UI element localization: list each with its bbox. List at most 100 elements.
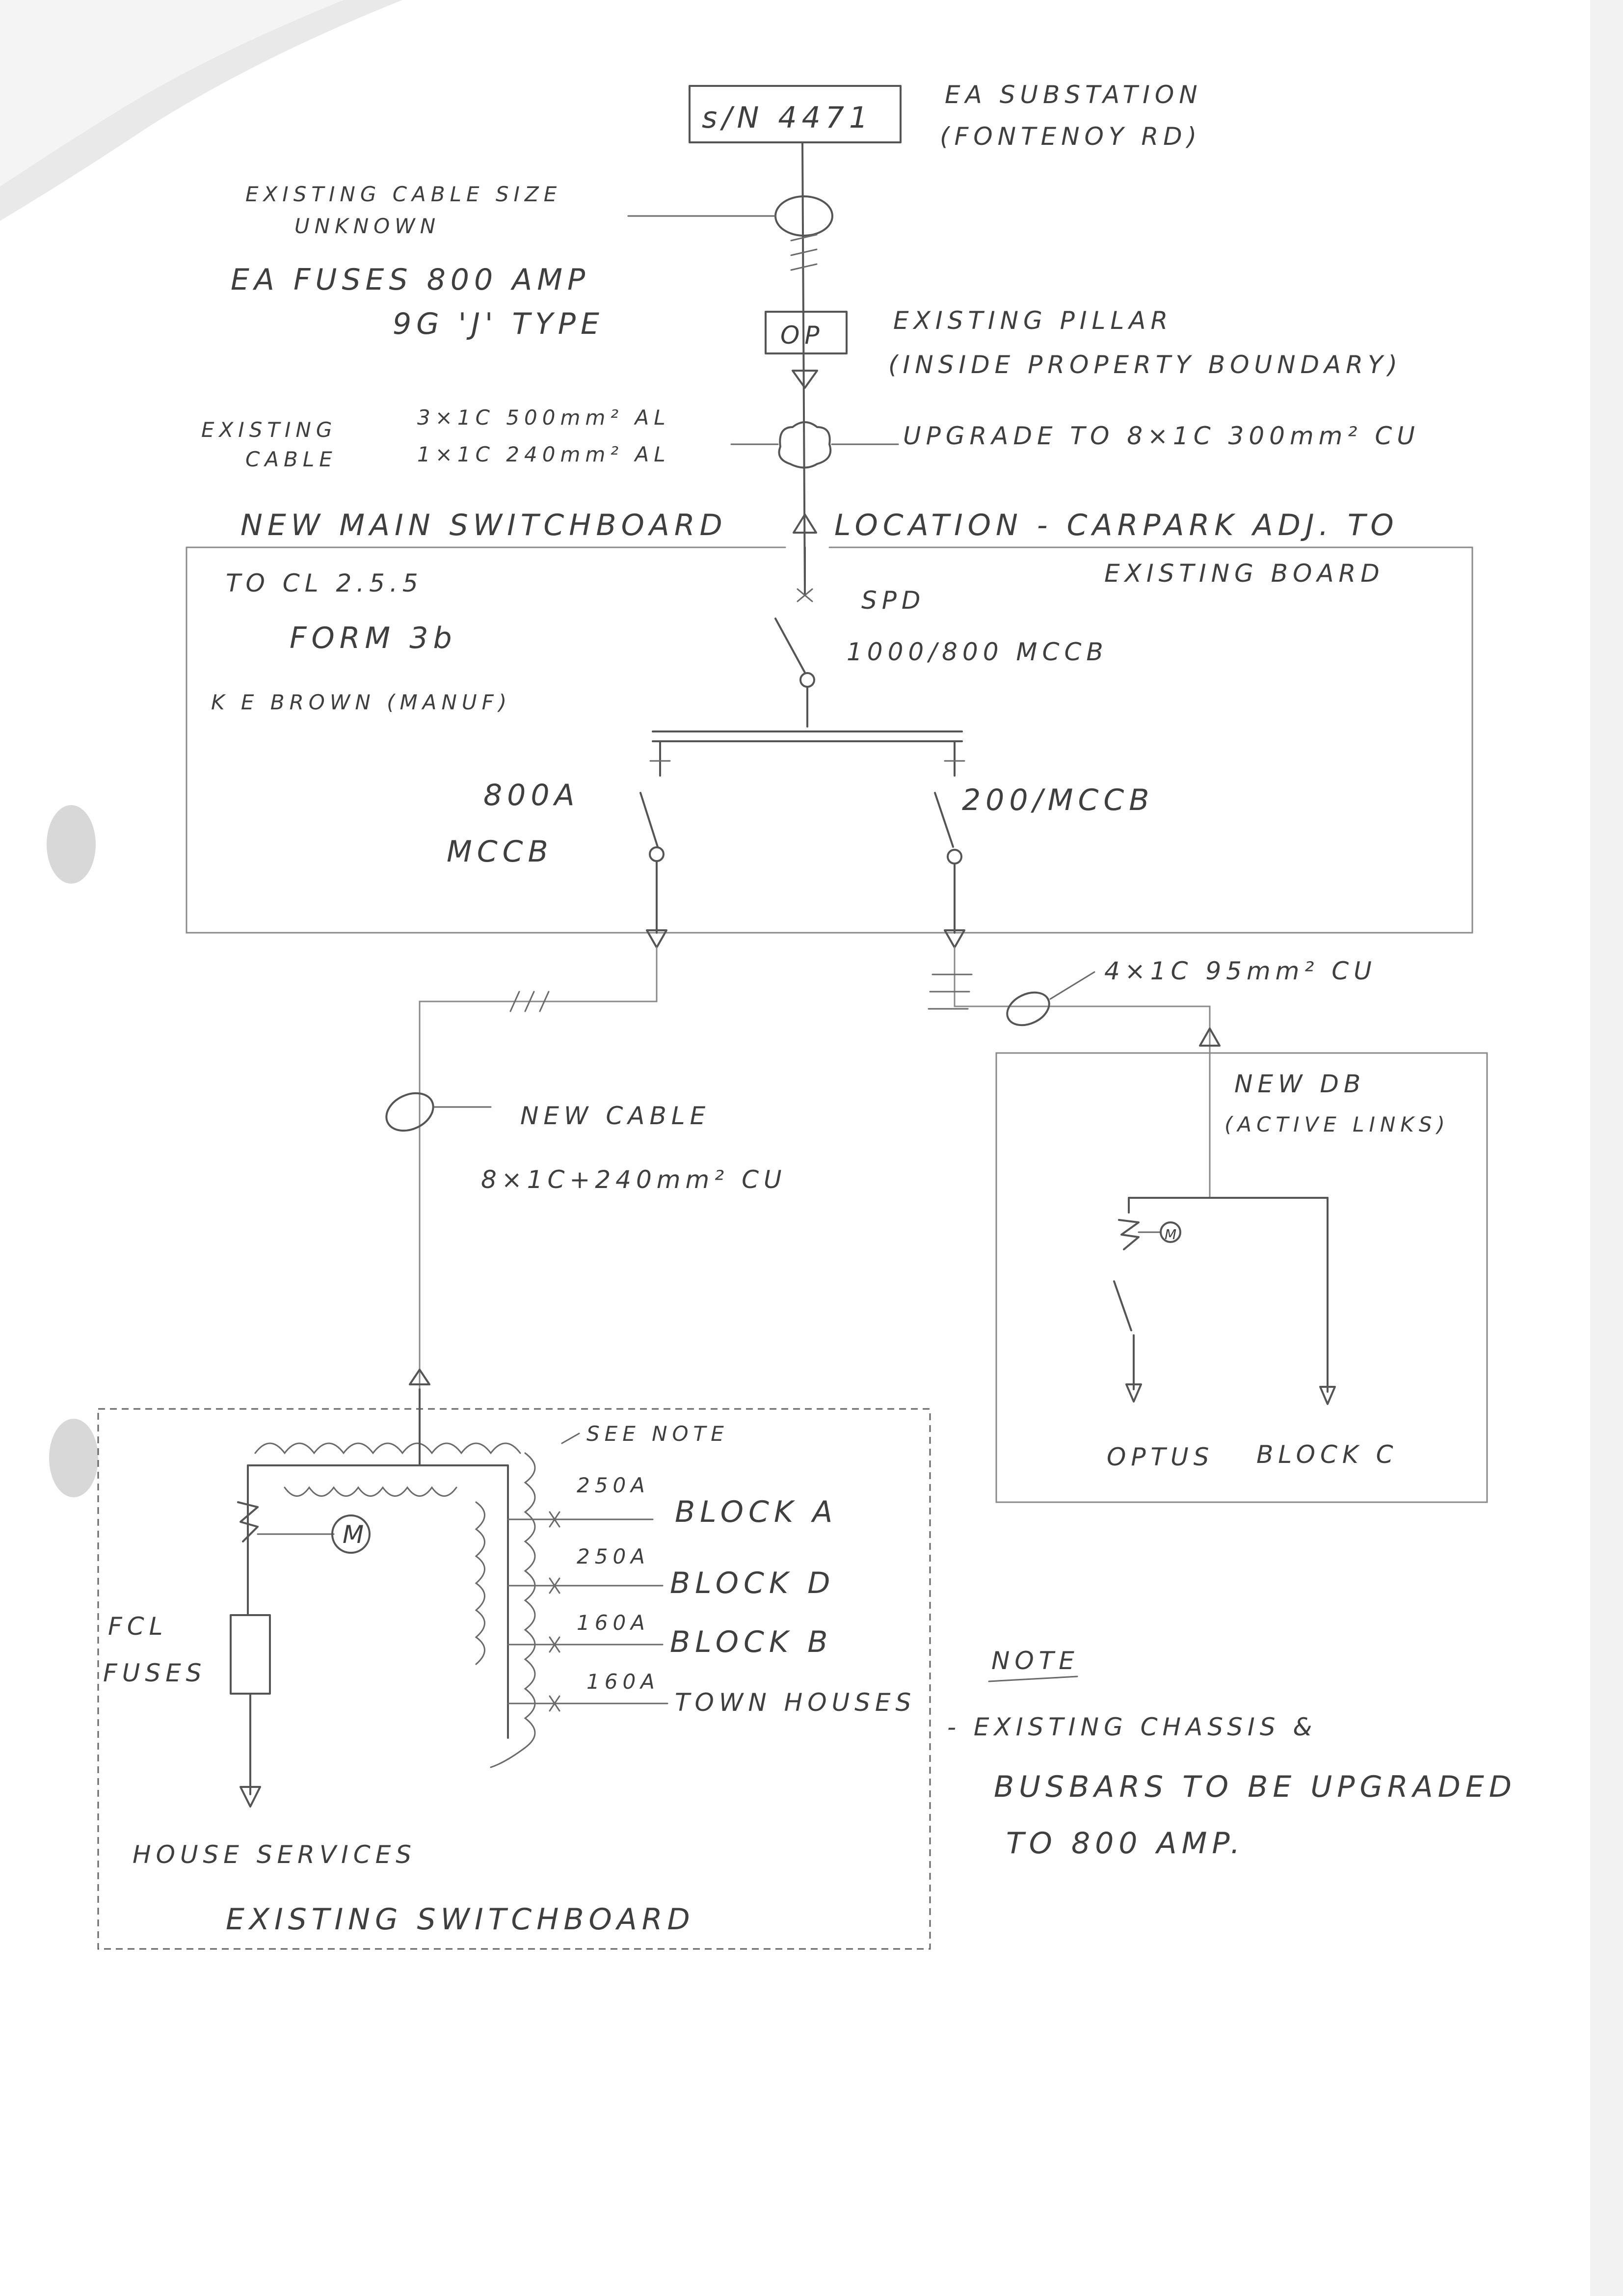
circuit-label-block-d: BLOCK D bbox=[670, 1566, 835, 1600]
house-services: HOUSE SERVICES bbox=[133, 1840, 416, 1869]
circuit-rating-block-d: 250A bbox=[577, 1544, 650, 1568]
substation-road: (FONTENOY RD) bbox=[940, 122, 1201, 151]
new-cable-label: NEW CABLE bbox=[520, 1102, 710, 1130]
spd-label: SPD bbox=[861, 586, 925, 615]
msb-location-2: EXISTING BOARD bbox=[1104, 559, 1384, 588]
page-edge bbox=[1590, 0, 1623, 2296]
msb-spec-2: FORM 3b bbox=[290, 621, 457, 655]
pillar-down-arrow bbox=[792, 370, 818, 389]
new-cable-ct bbox=[385, 1092, 434, 1132]
new-db-enclosure bbox=[995, 1052, 1488, 1503]
feeders: NEW CABLE 8×1C+240mm² CU 4×1C 95mm² CU bbox=[385, 946, 1377, 1390]
msb-enclosure bbox=[186, 546, 1473, 934]
supply-notes: EXISTING CABLE SIZE UNKNOWN EA FUSES 800… bbox=[231, 182, 599, 341]
right-breaker-arrow bbox=[944, 929, 965, 948]
note-underline bbox=[988, 1675, 1078, 1682]
right-feeder-ticks bbox=[928, 973, 973, 1010]
optus-meter-symbol: M bbox=[1165, 1226, 1176, 1243]
substation-title: EA SUBSTATION bbox=[945, 81, 1202, 109]
cable-bundle-symbol bbox=[778, 421, 832, 469]
circuit-cross-block-a bbox=[549, 1511, 560, 1528]
main-breaker-cross bbox=[797, 588, 813, 602]
pillar-boundary: (INSIDE PROPERTY BOUNDARY) bbox=[888, 351, 1402, 379]
pillar-label: EXISTING PILLAR bbox=[893, 306, 1172, 335]
optus-arrow bbox=[1125, 1383, 1142, 1403]
right-cable-spec: 4×1C 95mm² CU bbox=[1104, 957, 1377, 985]
substation-id-box bbox=[689, 85, 902, 143]
circuit-rating-town-houses: 160A bbox=[586, 1670, 660, 1694]
circuit-cross-town-houses bbox=[549, 1695, 560, 1712]
existing-spec-2: 1×1C 240mm² AL bbox=[417, 442, 670, 466]
left-feeder-ticks bbox=[509, 991, 550, 1012]
house-services-arrow bbox=[239, 1786, 261, 1808]
msb-heading: NEW MAIN SWITCHBOARD bbox=[240, 508, 727, 542]
main-switchboard: NEW MAIN SWITCHBOARD LOCATION - CARPARK … bbox=[186, 508, 1473, 948]
new-cable-spec: 8×1C+240mm² CU bbox=[481, 1165, 787, 1194]
output-optus: OPTUS bbox=[1107, 1443, 1214, 1471]
output-block-c: BLOCK C bbox=[1256, 1440, 1398, 1469]
circuit-label-block-b: BLOCK B bbox=[670, 1625, 832, 1659]
right-breaker-switch bbox=[934, 792, 954, 848]
left-breaker-switch bbox=[639, 792, 659, 848]
punch-hole-lower bbox=[49, 1419, 98, 1497]
circuit-label-town-houses: TOWN HOUSES bbox=[675, 1688, 916, 1717]
meter bbox=[331, 1514, 371, 1554]
main-switch-symbol bbox=[237, 1501, 259, 1542]
circuit-rating-block-b: 160A bbox=[577, 1611, 650, 1635]
circuit-label-block-a: BLOCK A bbox=[675, 1495, 837, 1529]
fcl-label: FCL bbox=[108, 1612, 168, 1641]
note-line-2: BUSBARS TO BE UPGRADED bbox=[994, 1770, 1517, 1804]
new-db-subtitle: (ACTIVE LINKS) bbox=[1224, 1112, 1450, 1136]
pillar-box-label: OP bbox=[780, 321, 825, 350]
circuit-cross-block-b bbox=[549, 1636, 560, 1653]
left-feeder bbox=[419, 946, 658, 1390]
existing-board-title: EXISTING SWITCHBOARD bbox=[226, 1902, 695, 1937]
see-note-leader bbox=[561, 1432, 580, 1444]
cable-tick-marks bbox=[790, 234, 818, 271]
supply-line bbox=[801, 141, 806, 595]
msb-spec-1: TO CL 2.5.5 bbox=[226, 569, 423, 597]
new-db-supply-arrow bbox=[1199, 1027, 1221, 1047]
circuit-cross-block-d bbox=[549, 1577, 560, 1594]
optus-switch bbox=[1113, 1280, 1132, 1331]
busbar bbox=[652, 730, 963, 742]
ea-fuses: EA FUSES 800 AMP bbox=[231, 263, 590, 297]
pillar-box bbox=[765, 311, 848, 354]
existing-cable-label: EXISTING bbox=[201, 418, 337, 442]
new-db: NEW DB (ACTIVE LINKS) M OPTUS BLOCK C bbox=[995, 1027, 1488, 1503]
block-c-arrow bbox=[1319, 1386, 1336, 1405]
page-curl bbox=[0, 0, 344, 187]
substation-id: s/N 4471 bbox=[702, 101, 873, 135]
optus-fuse-symbol bbox=[1118, 1219, 1140, 1250]
left-breaker-rating: 800A bbox=[483, 778, 580, 812]
see-note: SEE NOTE bbox=[586, 1422, 729, 1446]
note-line-1: - EXISTING CHASSIS & bbox=[947, 1713, 1317, 1741]
existing-spec-1: 3×1C 500mm² AL bbox=[417, 405, 670, 430]
existing-busbar bbox=[247, 1464, 509, 1739]
msb-location-marker bbox=[793, 513, 817, 534]
optus-meter bbox=[1160, 1221, 1181, 1243]
substation: s/N 4471 EA SUBSTATION (FONTENOY RD) bbox=[689, 81, 1202, 151]
existing-cable-size: EXISTING CABLE SIZE bbox=[245, 182, 561, 206]
new-db-title: NEW DB bbox=[1234, 1070, 1365, 1098]
right-breaker-rating: 200/MCCB bbox=[962, 783, 1154, 817]
left-breaker-arrow bbox=[646, 929, 667, 948]
right-feeder bbox=[954, 946, 1211, 1199]
left-breaker-type: MCCB bbox=[447, 835, 553, 869]
circuit-rating-block-a: 250A bbox=[577, 1473, 650, 1497]
existing-board-supply-arrow bbox=[409, 1369, 430, 1385]
pillar: OP EXISTING PILLAR (INSIDE PROPERTY BOUN… bbox=[765, 306, 1402, 389]
note-line-3: TO 800 AMP. bbox=[1006, 1826, 1245, 1861]
existing-board-enclosure bbox=[97, 1408, 931, 1950]
main-breaker-switch bbox=[774, 618, 806, 674]
upgrade-spec: UPGRADE TO 8×1C 300mm² CU bbox=[903, 422, 1420, 450]
main-breaker-rating: 1000/800 MCCB bbox=[847, 638, 1108, 666]
msb-location: LOCATION - CARPARK ADJ. TO bbox=[834, 508, 1399, 542]
upgraded-busbar-right bbox=[490, 1452, 536, 1768]
upgraded-busbar-top bbox=[254, 1442, 521, 1455]
existing-cable-label-2: CABLE bbox=[245, 447, 337, 471]
upgraded-busbar-inner bbox=[284, 1486, 457, 1497]
right-feeder-ct bbox=[1006, 991, 1050, 1026]
